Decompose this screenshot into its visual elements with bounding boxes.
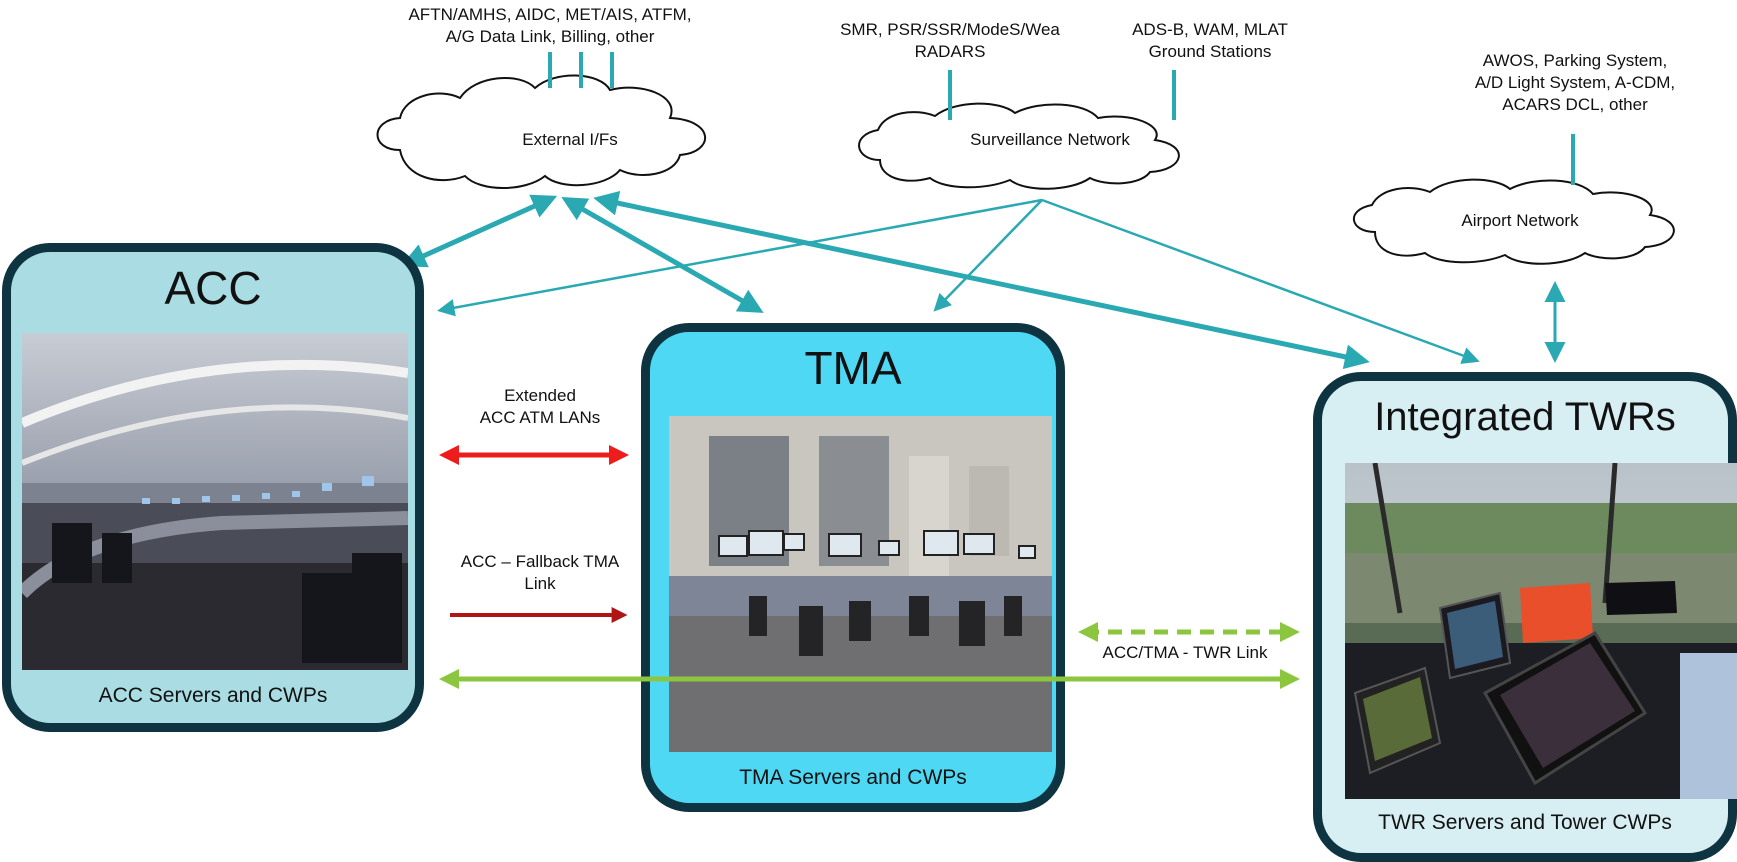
surveillance-twr-arrow <box>1041 198 1480 364</box>
external-twr-arrow <box>593 190 1370 370</box>
acc-box: ACC ACC <box>2 243 424 732</box>
acc-title: ACC <box>164 262 262 314</box>
external-antenna-lines <box>548 52 614 88</box>
surveillance-tma-arrow <box>933 199 1043 312</box>
surveillance-cloud-shape <box>858 102 1180 190</box>
external-sources-label: AFTN/AMHS, AIDC, MET/AIS, ATFM, A/G Data… <box>408 5 692 46</box>
external-cloud-label: External I/Fs <box>522 130 618 149</box>
twr-title: Integrated TWRs <box>1374 395 1676 439</box>
tma-photo <box>669 416 1052 752</box>
airport-cloud-label: Airport Network <box>1461 211 1579 230</box>
twr-box: Integrated TWRs TWR Servers and To <box>1313 372 1737 862</box>
extended-lans-label: Extended ACC ATM LANs <box>479 386 601 427</box>
fallback-link-label: ACC – Fallback TMA Link <box>460 552 620 593</box>
airport-systems-label: AWOS, Parking System, A/D Light System, … <box>1474 51 1676 114</box>
twr-footer: TWR Servers and Tower CWPs <box>1378 811 1672 834</box>
ground-stations-label: ADS-B, WAM, MLAT Ground Stations <box>1132 20 1288 61</box>
external-cloud-shape <box>376 74 707 189</box>
external-tma-arrow <box>561 197 764 313</box>
surveillance-acc-arrow <box>437 198 1043 317</box>
tma-footer: TMA Servers and CWPs <box>739 766 967 789</box>
external-acc-arrow <box>400 194 558 268</box>
acc-photo <box>22 333 408 670</box>
tma-title: TMA <box>804 342 902 394</box>
twr-link-label: ACC/TMA - TWR Link <box>1102 643 1268 662</box>
acc-footer: ACC Servers and CWPs <box>98 684 328 707</box>
twr-photo <box>1345 463 1737 799</box>
radars-label: SMR, PSR/SSR/ModeS/Wea RADARS <box>840 20 1060 61</box>
tma-box: TMA TMA Servers and CWPs <box>641 323 1065 812</box>
airport-cloud-shape <box>1352 178 1675 265</box>
surveillance-cloud-label: Surveillance Network <box>970 130 1130 149</box>
